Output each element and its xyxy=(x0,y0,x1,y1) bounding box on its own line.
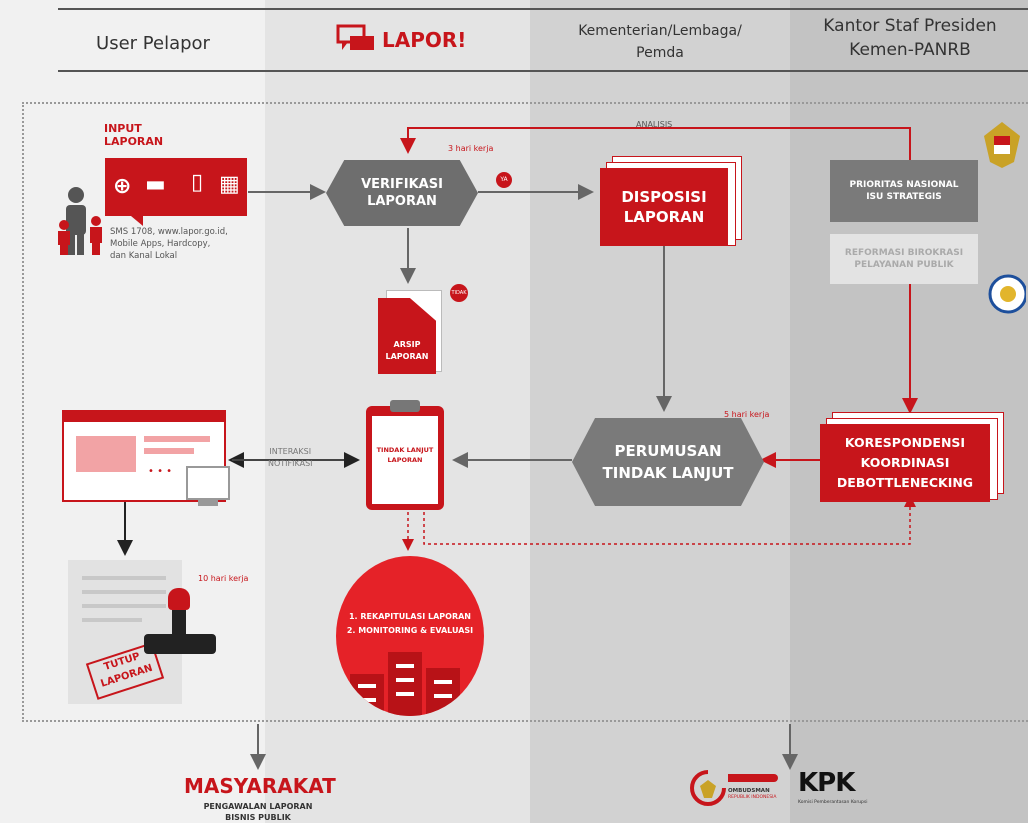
analisis-label: ANALISIS xyxy=(636,120,673,129)
dotted-frame-top xyxy=(22,102,1028,104)
header-kementerian-line2: Pemda xyxy=(636,45,684,61)
input-laporan-title: INPUT LAPORAN xyxy=(104,122,163,148)
reformasi-line2: PELAYANAN PUBLIK xyxy=(854,260,954,270)
arsip-line2: LAPORAN xyxy=(385,352,429,361)
masyarakat-line2: BISNIS PUBLIK xyxy=(225,813,291,822)
verifikasi-days: 3 hari kerja xyxy=(448,144,494,153)
tindak-lanjut-line1: TINDAK LANJUT xyxy=(376,446,434,454)
tidak-label: TIDAK xyxy=(451,290,467,296)
hardcopy-icon: ▦ xyxy=(219,172,240,197)
verifikasi-line2: LAPORAN xyxy=(367,194,437,209)
desktop-computer-icon xyxy=(186,466,232,512)
tidak-badge: TIDAK xyxy=(450,284,468,302)
header-ksp: Kantor Staf Presiden Kemen-PANRB xyxy=(792,14,1028,62)
kpk-name: KPK xyxy=(798,768,855,798)
mobile-icon: ▯ xyxy=(191,170,204,195)
kpk-logo: KPK Komisi Pemberantasan Korupsi xyxy=(798,768,908,812)
ombudsman-emblem-icon xyxy=(690,770,726,806)
header-kementerian: Kementerian/Lembaga/ Pemda xyxy=(550,20,770,64)
prioritas-line1: PRIORITAS NASIONAL xyxy=(849,180,959,190)
masyarakat-title: MASYARAKAT xyxy=(184,774,336,798)
tutup-document: TUTUP LAPORAN xyxy=(68,560,182,704)
dotted-frame-bottom xyxy=(22,720,1028,722)
user-people-icon xyxy=(58,187,102,255)
perumusan-days: 5 hari kerja xyxy=(724,410,770,419)
prioritas-line2: ISU STRATEGIS xyxy=(866,192,942,202)
header-bottom-line xyxy=(58,70,1028,72)
perumusan-line2: TINDAK LANJUT xyxy=(602,464,734,482)
kpk-sub: Komisi Pemberantasan Korupsi xyxy=(798,800,868,805)
perumusan-tindak-lanjut-node: PERUMUSAN TINDAK LANJUT xyxy=(572,418,764,506)
ombudsman-sub: REPUBLIK INDONESIA xyxy=(728,795,777,800)
disposisi-line1: DISPOSISI xyxy=(621,188,707,206)
rekap-line1: 1. REKAPITULASI LAPORAN xyxy=(348,612,471,621)
arsip-laporan-folder: ARSIP LAPORAN xyxy=(378,290,442,374)
perumusan-line1: PERUMUSAN xyxy=(614,442,722,460)
input-desc-line2: Mobile Apps, Hardcopy, xyxy=(110,239,211,249)
input-desc-line3: dan Kanal Lokal xyxy=(110,251,178,261)
web-icon: ⊕ xyxy=(113,174,132,199)
prioritas-nasional-box: PRIORITAS NASIONAL ISU STRATEGIS xyxy=(830,160,978,222)
dotted-frame-left xyxy=(22,102,24,722)
tindak-lanjut-clipboard: TINDAK LANJUT LAPORAN xyxy=(366,400,444,510)
header-ksp-line2: Kemen-PANRB xyxy=(849,40,971,60)
filing-cabinets-icon xyxy=(350,652,460,716)
lapor-logo-icon xyxy=(336,24,374,50)
arsip-line1: ARSIP xyxy=(393,340,421,349)
reformasi-birokrasi-box: REFORMASI BIROKRASI PELAYANAN PUBLIK xyxy=(830,234,978,284)
input-desc-line1: SMS 1708, www.lapor.go.id, xyxy=(110,227,228,237)
tutup-days: 10 hari kerja xyxy=(198,574,249,583)
ombudsman-logo: OMBUDSMAN REPUBLIK INDONESIA xyxy=(690,768,780,808)
disposisi-laporan-node: DISPOSISI LAPORAN xyxy=(600,168,728,246)
lapor-logo-text: LAPOR! xyxy=(382,28,467,52)
interaksi-line1: INTERAKSI xyxy=(269,447,312,456)
input-title-line2: LAPORAN xyxy=(104,135,164,148)
ombudsman-name: OMBUDSMAN xyxy=(728,788,770,794)
koresponden-node: KORESPONDENSI KOORDINASI DEBOTTLENECKING xyxy=(820,424,990,502)
tindak-lanjut-line2: LAPORAN xyxy=(387,456,423,464)
rubber-stamp-icon xyxy=(136,588,220,668)
disposisi-line2: LAPORAN xyxy=(623,208,705,226)
koresponden-line2: KOORDINASI xyxy=(860,455,950,470)
verifikasi-line1: VERIFIKASI xyxy=(361,177,443,192)
rekap-line2: 2. MONITORING & EVALUASI xyxy=(346,626,474,635)
lapor-logo: LAPOR! xyxy=(330,24,490,56)
ya-label: YA xyxy=(500,176,508,183)
verifikasi-laporan-node: VERIFIKASI LAPORAN xyxy=(326,160,478,226)
chat-icon: ▬ xyxy=(145,172,166,197)
input-title-line1: INPUT xyxy=(104,122,142,135)
interaksi-line2: NOTIFIKASI xyxy=(268,459,313,468)
header-kementerian-line1: Kementerian/Lembaga/ xyxy=(578,23,742,39)
header-ksp-line1: Kantor Staf Presiden xyxy=(823,16,997,36)
reformasi-line1: REFORMASI BIROKRASI xyxy=(844,248,964,258)
input-channels-box: ⊕ ▬ ▯ ▦ xyxy=(105,158,247,226)
header-top-line xyxy=(58,8,1028,10)
koresponden-line1: KORESPONDENSI xyxy=(844,435,966,450)
header-user-pelapor: User Pelapor xyxy=(96,33,210,54)
interaksi-label: INTERAKSI NOTIFIKASI xyxy=(268,446,313,470)
koresponden-line3: DEBOTTLENECKING xyxy=(836,475,974,490)
masyarakat-line1: PENGAWALAN LAPORAN xyxy=(203,802,313,811)
input-description: SMS 1708, www.lapor.go.id, Mobile Apps, … xyxy=(110,226,228,262)
ya-badge: YA xyxy=(496,172,512,188)
rekapitulasi-circle: 1. REKAPITULASI LAPORAN 2. MONITORING & … xyxy=(336,556,484,716)
kemenpan-emblem-icon xyxy=(986,266,1028,332)
garuda-emblem-icon xyxy=(980,118,1024,170)
